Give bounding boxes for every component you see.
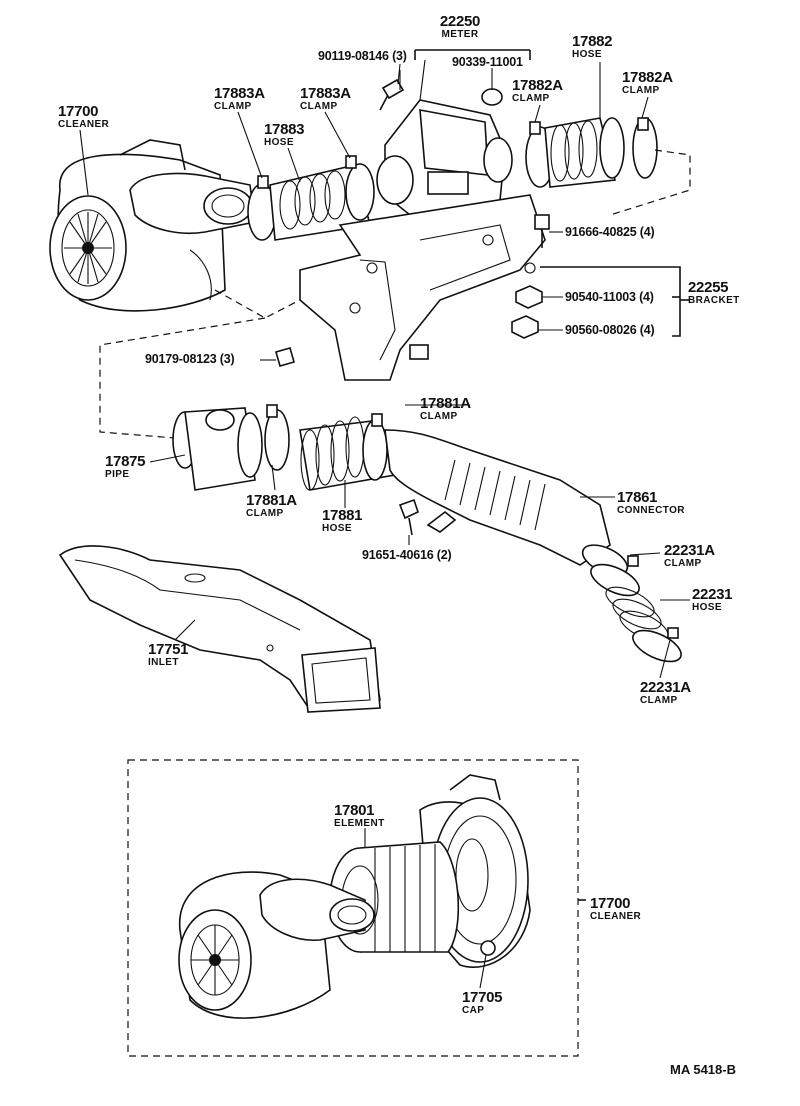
hose-17882-drawing — [525, 117, 691, 216]
bracket-fasteners-drawing — [260, 214, 690, 367]
part-number: 17861 — [617, 489, 658, 506]
inlet-drawing — [58, 545, 381, 713]
part-number: 17881 — [322, 507, 363, 524]
part-name: HOSE — [322, 523, 352, 534]
part-number: 17882A — [622, 69, 673, 86]
part-number: 17881A — [246, 492, 297, 509]
part-number: 22255 — [688, 279, 729, 296]
bracket-drawing — [214, 194, 546, 381]
part-number: 22231A — [664, 542, 715, 559]
part-name: CLAMP — [664, 558, 702, 569]
label-90540-11003: 90540-11003 (4) — [565, 290, 654, 304]
part-name: HOSE — [264, 137, 294, 148]
label-17705-cap: 17705 CAP — [462, 990, 512, 1016]
label-17700-cleaner-upper: 17700 CLEANER — [58, 104, 130, 130]
label-90339-11001: 90339-11001 — [452, 55, 523, 69]
part-number: 22231A — [640, 679, 691, 696]
part-number: 17882A — [512, 77, 563, 94]
label-17751-inlet: 17751 INLET — [148, 642, 208, 668]
part-number: 22250 — [439, 13, 481, 30]
part-name: CLAMP — [622, 85, 660, 96]
label-91651-40616: 91651-40616 (2) — [362, 548, 452, 562]
intake-pipe-assembly-drawing — [99, 317, 611, 566]
part-name: BRACKET — [688, 295, 740, 306]
part-name: CLAMP — [512, 93, 550, 104]
label-90179-08123: 90179-08123 (3) — [145, 352, 235, 366]
part-name: HOSE — [692, 602, 722, 613]
label-17881a-clamp-1: 17881A CLAMP — [420, 396, 490, 422]
air-cleaner-upper-drawing — [49, 139, 256, 312]
part-number: 17883 — [264, 121, 305, 138]
part-name: CONNECTOR — [617, 505, 685, 516]
part-name: METER — [441, 29, 479, 40]
hose-22231-drawing — [581, 544, 682, 663]
part-name: CAP — [462, 1005, 485, 1016]
label-22250-meter: 22250 METER — [420, 14, 500, 40]
part-name: CLAMP — [420, 411, 458, 422]
part-name: PIPE — [105, 469, 130, 480]
part-name: CLEANER — [58, 119, 110, 130]
part-number: 17751 — [148, 641, 189, 658]
air-cleaner-assembly-box — [127, 759, 586, 1057]
part-number: 17883A — [300, 85, 351, 102]
part-number: 17700 — [590, 895, 631, 912]
label-17882a-clamp-1: 17882A CLAMP — [512, 78, 582, 104]
label-17883-hose: 17883 HOSE — [264, 122, 324, 148]
air-flow-meter-drawing — [376, 49, 531, 216]
label-90560-08026: 90560-08026 (4) — [565, 323, 655, 337]
label-17883a-clamp-1: 17883A CLAMP — [214, 86, 284, 112]
part-number: 17882 — [572, 33, 613, 50]
part-number: 22231 — [692, 586, 733, 603]
label-17801-element: 17801 ELEMENT — [334, 803, 404, 829]
label-22231-hose: 22231 HOSE — [692, 587, 752, 613]
label-17882-hose: 17882 HOSE — [572, 34, 632, 60]
label-17861-connector: 17861 CONNECTOR — [617, 490, 707, 516]
part-name: HOSE — [572, 49, 602, 60]
label-22255-bracket: 22255 BRACKET — [688, 280, 758, 306]
part-number: 17705 — [462, 989, 503, 1006]
part-name: CLAMP — [246, 508, 284, 519]
label-90119-08146: 90119-08146 (3) — [318, 49, 407, 63]
label-17875-pipe: 17875 PIPE — [105, 454, 155, 480]
part-name: CLAMP — [214, 101, 252, 112]
label-17882a-clamp-2: 17882A CLAMP — [622, 70, 692, 96]
part-number: 17700 — [58, 103, 99, 120]
part-number: 17801 — [334, 802, 375, 819]
leader-lines — [79, 62, 690, 989]
label-22231a-clamp-1: 22231A CLAMP — [664, 543, 734, 569]
part-name: CLAMP — [640, 695, 678, 706]
reference-code: MA 5418-B — [670, 1062, 736, 1077]
part-name: INLET — [148, 657, 179, 668]
part-name: ELEMENT — [334, 818, 385, 829]
part-number: 17883A — [214, 85, 265, 102]
part-name: CLAMP — [300, 101, 338, 112]
label-17883a-clamp-2: 17883A CLAMP — [300, 86, 370, 112]
label-17700-cleaner-lower: 17700 CLEANER — [590, 896, 660, 922]
part-number: 17875 — [105, 453, 146, 470]
part-name: CLEANER — [590, 911, 642, 922]
air-cleaner-lower-drawing — [178, 774, 531, 1019]
label-17881a-clamp-2: 17881A CLAMP — [246, 493, 316, 519]
label-91666-40825: 91666-40825 (4) — [565, 225, 655, 239]
part-number: 17881A — [420, 395, 471, 412]
label-22231a-clamp-2: 22231A CLAMP — [640, 680, 710, 706]
label-17881-hose: 17881 HOSE — [322, 508, 382, 534]
